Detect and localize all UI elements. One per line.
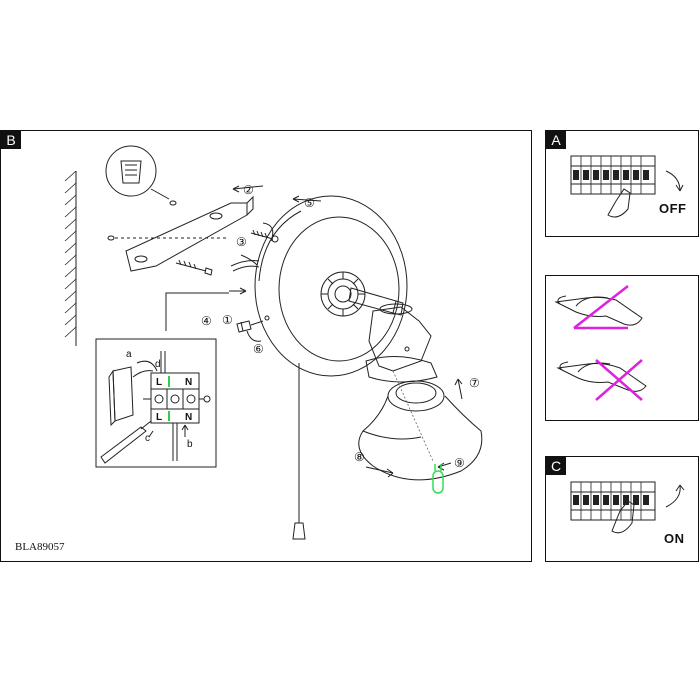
cross-top [573, 285, 629, 330]
wire-label-a: a [126, 349, 132, 360]
step-6-label: ⑥ [253, 342, 264, 356]
glass-shade [358, 380, 483, 481]
assembly-panel-b: B BLA89057 [0, 130, 532, 562]
wall-hatching [64, 170, 77, 346]
terminal-l-top: L [156, 377, 162, 388]
model-code: BLA89057 [15, 541, 65, 553]
breaker-on-drawing [570, 481, 685, 534]
breaker-off-drawing [570, 155, 684, 218]
arrow-2 [232, 185, 264, 190]
hand-top [554, 295, 643, 326]
panel-a-switch-off: A OFF [545, 130, 699, 237]
panel-c-switch-on: C ON [545, 456, 699, 562]
step-7-label: ⑦ [469, 376, 480, 390]
arrow-9 [437, 462, 452, 468]
arrow-8 [365, 466, 394, 474]
terminal-l-bottom: L [156, 412, 162, 423]
pull-cord [292, 363, 306, 540]
on-label: ON [664, 531, 685, 546]
step-1-label: ① [222, 313, 233, 327]
rosette [320, 271, 366, 317]
cross-bottom [595, 359, 643, 401]
panel-b-label: B [1, 131, 21, 149]
step-3-label: ③ [236, 235, 247, 249]
panel-c-label: C [546, 457, 566, 475]
wire-label-b: b [187, 439, 193, 450]
step-2-label: ② [243, 183, 254, 197]
screw-lower [175, 259, 213, 276]
panel-warning-hot [545, 275, 699, 421]
wall-plug-callout [105, 145, 177, 206]
terminal-n-bottom: N [185, 412, 192, 423]
bulb [392, 370, 444, 494]
step-8-label: ⑧ [354, 450, 365, 464]
step-labels: ② ⑤ ③ ④ ① ⑥ ⑦ ⑧ ⑨ [201, 183, 480, 470]
lamp-holder [365, 303, 438, 383]
arrow-7 [457, 378, 463, 400]
hand-bottom [556, 361, 647, 392]
step-9-label: ⑨ [454, 456, 465, 470]
supply-cable [230, 254, 260, 272]
wall-canopy [254, 195, 408, 377]
mounting-bracket [107, 195, 254, 272]
panel-a-label: A [546, 131, 566, 149]
wire-label-c: c [145, 433, 150, 444]
off-label: OFF [659, 201, 687, 216]
assembly-drawing: ② ⑤ ③ ④ ① ⑥ ⑦ ⑧ ⑨ [64, 145, 483, 540]
cover-screw [236, 315, 270, 342]
arrow-5 [292, 198, 322, 202]
terminal-n-top: N [185, 377, 192, 388]
step-4-label: ④ [201, 314, 212, 328]
step-5-label: ⑤ [304, 196, 315, 210]
wiring-inset: L N L N a d c b [95, 338, 217, 468]
wire-label-d: d [155, 359, 161, 370]
warning-drawing [554, 285, 647, 401]
